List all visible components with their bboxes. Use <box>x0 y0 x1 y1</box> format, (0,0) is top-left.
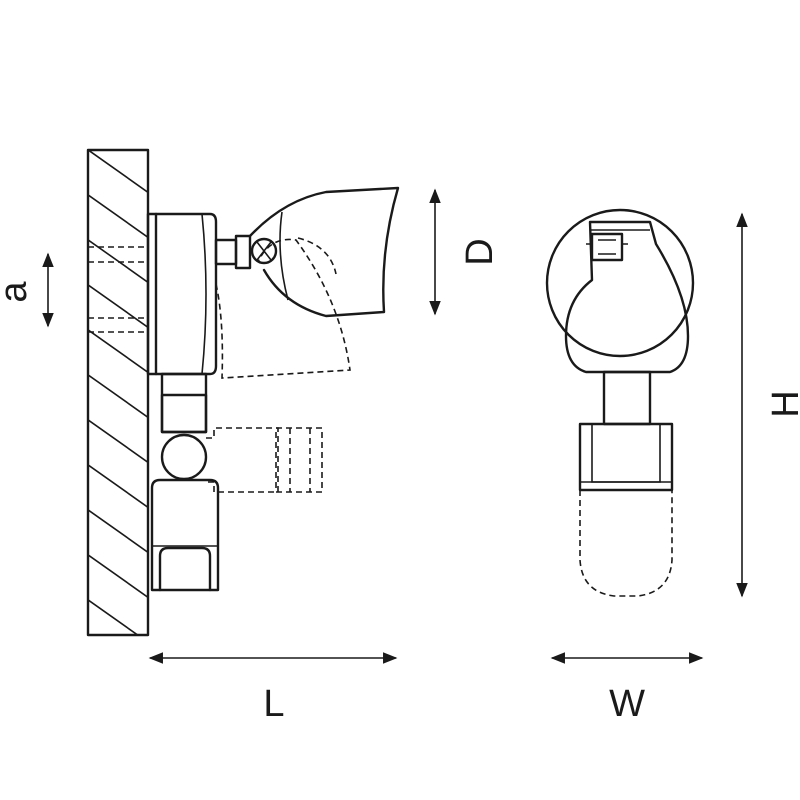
front-lamp-head <box>564 220 690 374</box>
side-lamp-head-tilted <box>215 237 351 379</box>
side-lower-body <box>150 372 220 592</box>
front-lower-body <box>578 370 674 597</box>
wall <box>86 148 150 637</box>
dimension-a-label: a <box>0 281 35 303</box>
side-lamp-head <box>248 186 400 318</box>
side-lower-head-tilted <box>206 427 323 493</box>
side-arm-joint <box>214 234 278 270</box>
dimension-h: H <box>736 212 800 598</box>
dimension-d-label: D <box>459 238 501 265</box>
dimension-w-label: W <box>609 683 645 725</box>
dimension-h-label: H <box>765 390 800 417</box>
dimension-a: a <box>0 252 54 328</box>
front-joint <box>586 232 628 262</box>
dimension-l: L <box>148 652 398 725</box>
dimension-d: D <box>429 188 501 316</box>
side-base-plate <box>146 212 218 376</box>
front-base-disc <box>545 208 695 358</box>
dimension-l-label: L <box>263 683 284 725</box>
dimension-w: W <box>550 652 704 725</box>
